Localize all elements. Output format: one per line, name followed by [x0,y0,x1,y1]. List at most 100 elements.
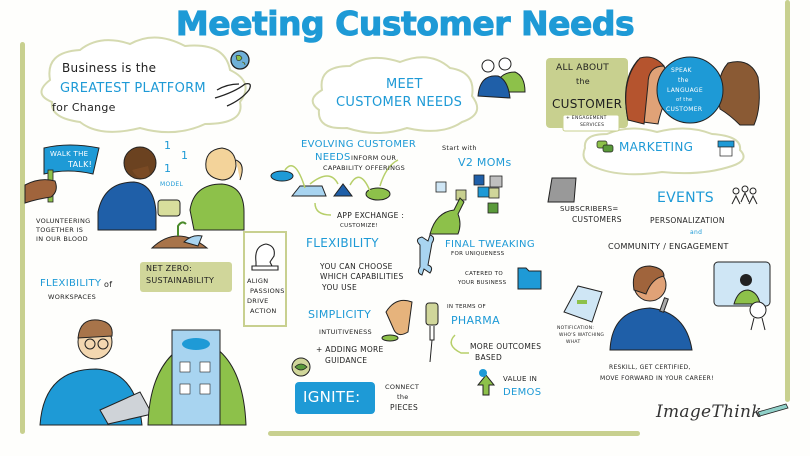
video-screen-icon [713,261,771,307]
chat-icon [596,140,614,153]
tablet-icon [563,285,603,323]
speak-4: of the [676,97,693,103]
evolving-2: Needs [315,152,351,163]
align-3: Drive [247,297,269,305]
frame-bottom [268,431,640,436]
flexibility-line-2: which capabilities [320,272,404,281]
ignite-label: Ignite: [303,388,361,406]
events-1: Personalization [650,216,725,225]
model-one-1: 1 [164,139,172,152]
volunteering-2: together is [36,226,84,234]
page-title: Meeting Customer Needs [175,4,635,44]
reskill-2: Move forward in your Career! [600,375,714,382]
speak-2: the [678,77,689,84]
evolving-1: Evolving Customer [301,139,417,150]
net-zero-1: Net Zero: [146,264,193,273]
events-title: Events [657,190,714,206]
cloud-text-2: Greatest Platform [60,81,206,96]
simplicity-3: Guidance [325,356,368,365]
app-exchange-1: App Exchange : [337,211,405,220]
v2mom-blocks [429,174,503,235]
model-label: Model [160,181,184,188]
final-tweaking-sub: for uniqueness [451,251,505,257]
subscribers-2: Customers [572,215,622,224]
flexibility-workspaces-2: Workspaces [48,293,97,301]
outcomes-1: More outcomes [470,342,542,351]
align-2: Passions [250,287,285,295]
pen-icon [757,403,789,417]
all-about-box [546,58,628,128]
simplicity-1: Intuitiveness [319,328,372,336]
ignite-2: the [397,393,409,401]
notification-3: what [566,340,581,345]
v2moms-1: Start with [442,144,477,152]
evolving-2b: inform our [351,154,397,162]
meet-text-1: Meet [386,77,423,92]
speak-1: Speak [671,67,692,74]
all-about-3: Customer [552,97,623,111]
speak-bubble [656,56,724,124]
evolving-3: capability offerings [323,164,406,172]
notification-2: who's watching [559,333,605,338]
demos-2: Demos [503,387,542,398]
syringe-icon [425,302,439,363]
notification-1: Notification: [557,326,595,331]
align-4: Action [250,307,277,315]
frame-right [785,0,790,402]
flexibility-line-3: you use [322,283,358,292]
ignite-1: Connect [385,383,420,391]
speak-3: Language [667,87,703,94]
net-zero-2: Sustainability [146,276,215,285]
cloud-text-3: for Change [52,101,116,114]
volunteering-1: Volunteering [36,217,91,225]
hand-holding-flag [24,179,57,204]
flexibility-line-1: You can choose [320,262,393,271]
ignite-3: Pieces [390,403,419,412]
flag-text-1: Walk the [50,150,89,158]
meet-text-2: Customer Needs [336,95,463,110]
model-one-2: 1 [181,149,189,162]
woman-learning-illustration [609,265,693,351]
reskill-1: Reskill, Get Certified, [609,364,691,371]
folder-icon [517,267,542,290]
v2moms-2: V2 MOMs [458,156,512,169]
pointing-finger-icon [381,299,413,342]
cloud-business [40,36,247,134]
wrench-icon [416,234,435,276]
people-group-icon [731,185,758,205]
chess-knight-icon [251,243,279,271]
certificate-rosette-icon [749,301,767,331]
ignite-box [295,382,375,414]
speak-5: Customer [666,106,703,113]
flag-text-2: Talk! [68,160,93,169]
hand-icon [214,82,251,107]
subscribers-1: Subscribers= [560,205,619,213]
customers-icon [477,57,526,99]
engagement-services-tag [562,114,620,132]
demos-1: Value in [503,375,538,383]
model-one-3: 1 [164,162,172,175]
volunteers-illustration [97,146,245,249]
arrow-curve [450,334,469,354]
simplicity-title: Simplicity [308,308,372,321]
storefront-icon [717,140,735,157]
events-and: and [690,229,703,236]
evolving-shapes [270,159,399,216]
pharma-pre: in terms of [447,304,486,310]
volunteering-3: in our blood [36,235,88,243]
cloud-meet [311,56,479,134]
align-box [243,231,287,327]
engagement-1: + Engagement [566,116,607,121]
walk-the-talk-flag [43,144,100,175]
catered-1: Catered to [465,271,503,277]
catered-2: your business [458,280,507,286]
simplicity-2: + Adding more [316,345,384,354]
align-1: Align [247,277,269,285]
newspaper-icon [547,177,577,203]
events-2: Community / Engagement [608,242,729,251]
frame-left [20,42,25,434]
all-about-1: All About [556,63,610,73]
flexibility-workspaces: Flexibility [40,278,102,289]
